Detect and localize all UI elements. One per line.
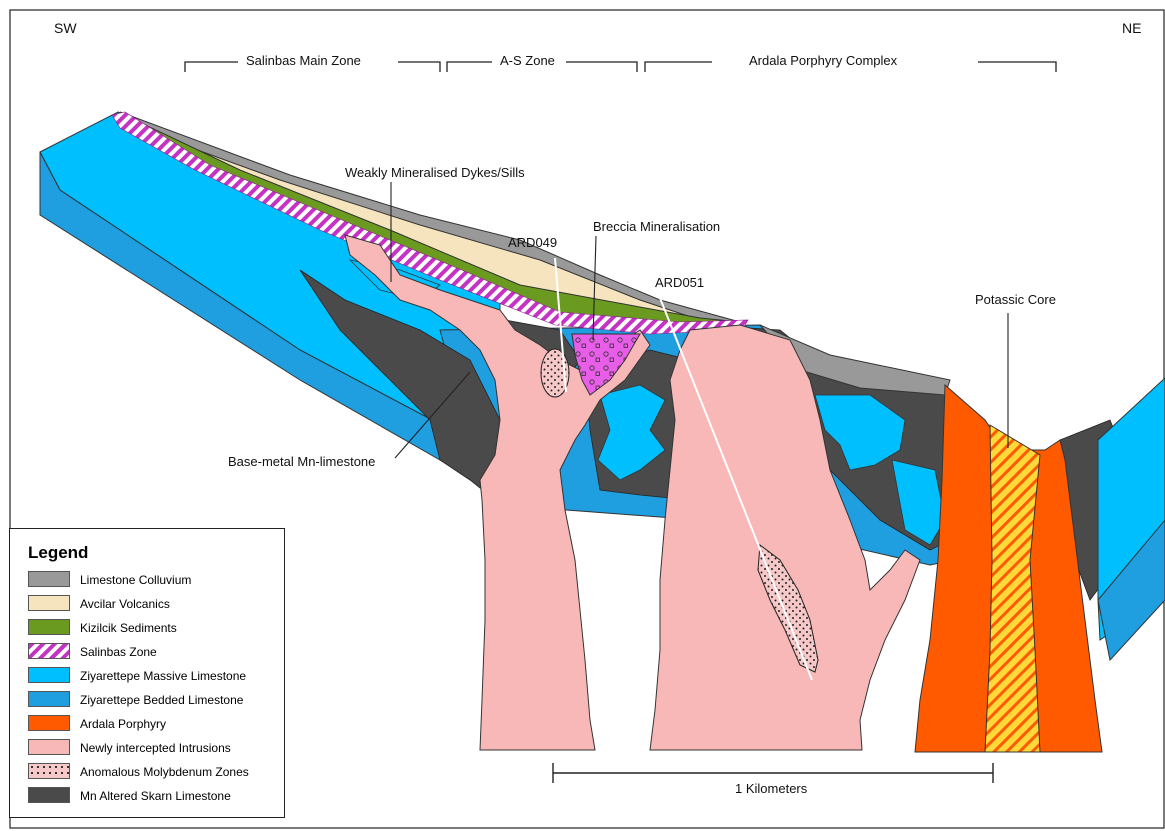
legend-label: Avcilar Volcanics: [80, 597, 170, 611]
legend-label: Ziyarettepe Bedded Limestone: [80, 693, 243, 707]
legend-swatch: [28, 691, 70, 707]
legend-label: Ziyarettepe Massive Limestone: [80, 669, 246, 683]
legend-label: Anomalous Molybdenum Zones: [80, 765, 249, 779]
legend-label: Kizilcik Sediments: [80, 621, 177, 635]
scale-bar-label: 1 Kilometers: [735, 782, 807, 795]
callout-breccia: Breccia Mineralisation: [593, 220, 720, 233]
legend-label: Mn Altered Skarn Limestone: [80, 789, 231, 803]
zone-label-as: A-S Zone: [500, 54, 555, 67]
legend-swatch: [28, 643, 70, 659]
direction-label-sw: SW: [54, 21, 77, 35]
direction-label-ne: NE: [1122, 21, 1141, 35]
callout-ard049: ARD049: [508, 236, 557, 249]
legend-swatch: [28, 787, 70, 803]
legend-swatch: [28, 715, 70, 731]
legend-label: Ardala Porphyry: [80, 717, 166, 731]
legend-title: Legend: [28, 543, 88, 563]
callout-ard051: ARD051: [655, 276, 704, 289]
zone-label-salinbas-main: Salinbas Main Zone: [246, 54, 361, 67]
legend-label: Salinbas Zone: [80, 645, 157, 659]
legend-swatch: [28, 763, 70, 779]
legend-box: Legend Limestone Colluvium Avcilar Volca…: [9, 528, 285, 818]
legend-swatch: [28, 571, 70, 587]
potassic-core: [985, 425, 1040, 752]
callout-dykes-sills: Weakly Mineralised Dykes/Sills: [345, 166, 525, 179]
legend-swatch: [28, 595, 70, 611]
scale-bar: [553, 763, 993, 783]
legend-swatch: [28, 739, 70, 755]
legend-swatch: [28, 619, 70, 635]
legend-label: Limestone Colluvium: [80, 573, 191, 587]
legend-label: Newly intercepted Intrusions: [80, 741, 231, 755]
legend-swatch: [28, 667, 70, 683]
callout-potassic-core: Potassic Core: [975, 293, 1056, 306]
callout-base-metal: Base-metal Mn-limestone: [228, 455, 375, 468]
zone-label-ardala: Ardala Porphyry Complex: [749, 54, 897, 67]
